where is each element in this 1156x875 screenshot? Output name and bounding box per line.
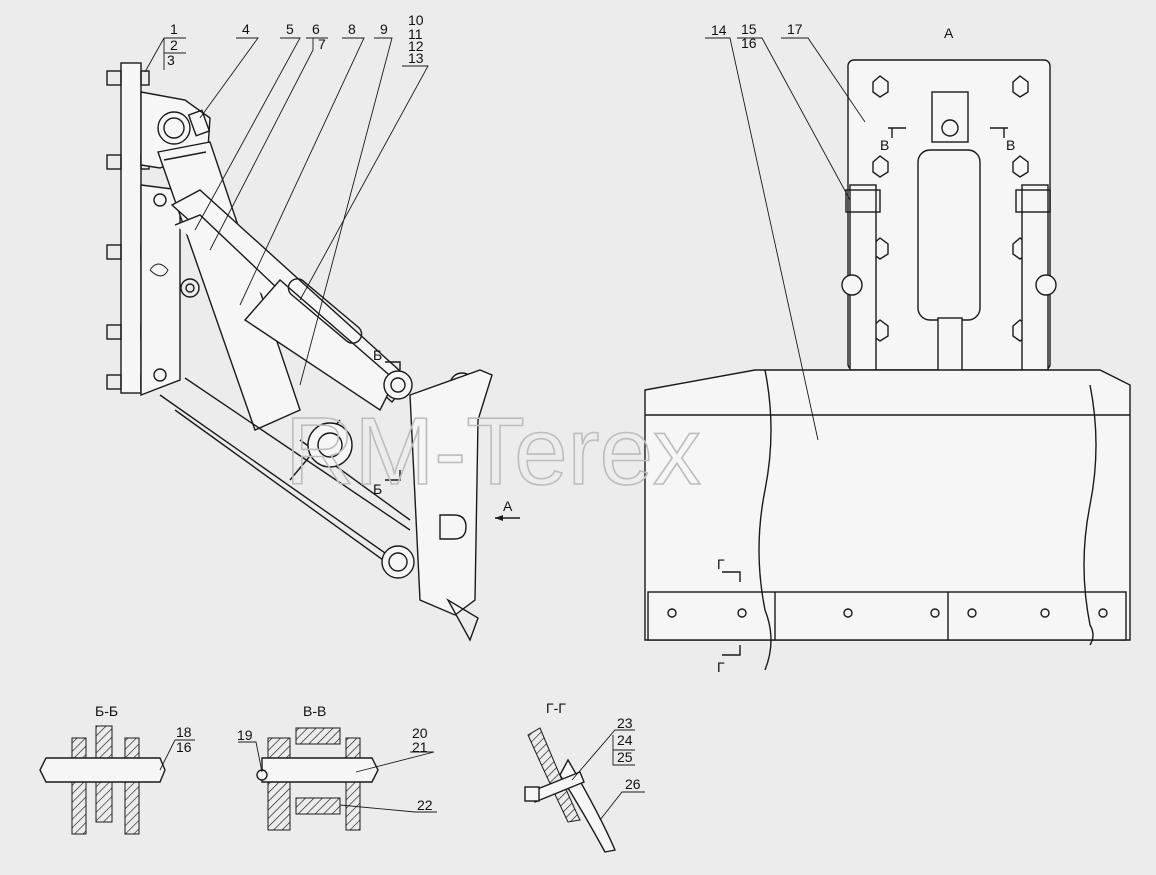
section-gg: Г-Г 23 24 25 26 (524, 700, 645, 853)
section-bb: Б-Б 18 16 (39, 703, 195, 835)
mounting-plate (120, 62, 142, 394)
callout-11: 11 (408, 26, 423, 42)
callout-3: 3 (167, 52, 175, 68)
front-view-a: А В В (644, 25, 1131, 675)
section-b-mark-top: Б (373, 347, 382, 363)
cutting-edge (647, 591, 1127, 641)
callout-16b: 16 (176, 739, 192, 755)
callout-18: 18 (176, 724, 192, 740)
view-a-title: А (944, 25, 954, 41)
cylinder-body (917, 149, 981, 321)
callout-15: 15 (741, 21, 757, 37)
callout-10: 10 (408, 12, 424, 28)
callout-26: 26 (625, 776, 641, 792)
callout-7: 7 (318, 36, 326, 52)
blade-side-profile (409, 369, 493, 616)
section-vv-title: В-В (303, 703, 326, 719)
pin-vv (261, 757, 379, 783)
callout-1: 1 (170, 21, 178, 37)
cylinder-rod (937, 317, 963, 374)
side-view: Б Б А (106, 62, 520, 642)
blade-front (644, 369, 1131, 641)
callout-4: 4 (242, 21, 250, 37)
callout-12: 12 (408, 38, 424, 54)
section-g-mark-top: Г (717, 556, 725, 572)
side-view-callouts: 1 2 3 4 5 6 7 8 9 10 11 12 13 (144, 12, 429, 386)
callout-9: 9 (380, 21, 388, 37)
lower-bracket (140, 184, 181, 397)
blade-section (527, 727, 581, 823)
callout-19: 19 (237, 727, 253, 743)
section-gg-title: Г-Г (546, 700, 566, 716)
callout-5: 5 (286, 21, 294, 37)
section-v-mark-right: В (1006, 137, 1015, 153)
cylinder-clevis (931, 91, 969, 143)
callout-24: 24 (617, 732, 633, 748)
section-bb-title: Б-Б (95, 703, 118, 719)
break-line-right (1083, 384, 1097, 646)
callout-13: 13 (408, 50, 424, 66)
watermark: RM-Terex (285, 398, 701, 505)
callout-23: 23 (617, 715, 633, 731)
section-b-mark-bottom: Б (373, 481, 382, 497)
section-vv: В-В 19 20 21 22 (237, 703, 437, 831)
callout-14: 14 (711, 22, 727, 38)
front-view-callouts: 14 15 16 17 (705, 21, 866, 441)
callout-21: 21 (412, 739, 428, 755)
callout-8: 8 (348, 21, 356, 37)
callout-16: 16 (741, 35, 757, 51)
break-line-left (758, 369, 772, 671)
callout-2: 2 (170, 37, 178, 53)
section-v-mark-left: В (880, 137, 889, 153)
callout-20: 20 (412, 725, 428, 741)
cutting-edge-bolts (667, 608, 1108, 618)
callout-22: 22 (417, 797, 433, 813)
pin-bb (39, 757, 166, 783)
section-g-mark-bottom: Г (717, 659, 725, 675)
view-arrow-a-label: А (503, 498, 513, 514)
callout-25: 25 (617, 749, 633, 765)
callout-6: 6 (312, 21, 320, 37)
callout-17: 17 (787, 21, 803, 37)
